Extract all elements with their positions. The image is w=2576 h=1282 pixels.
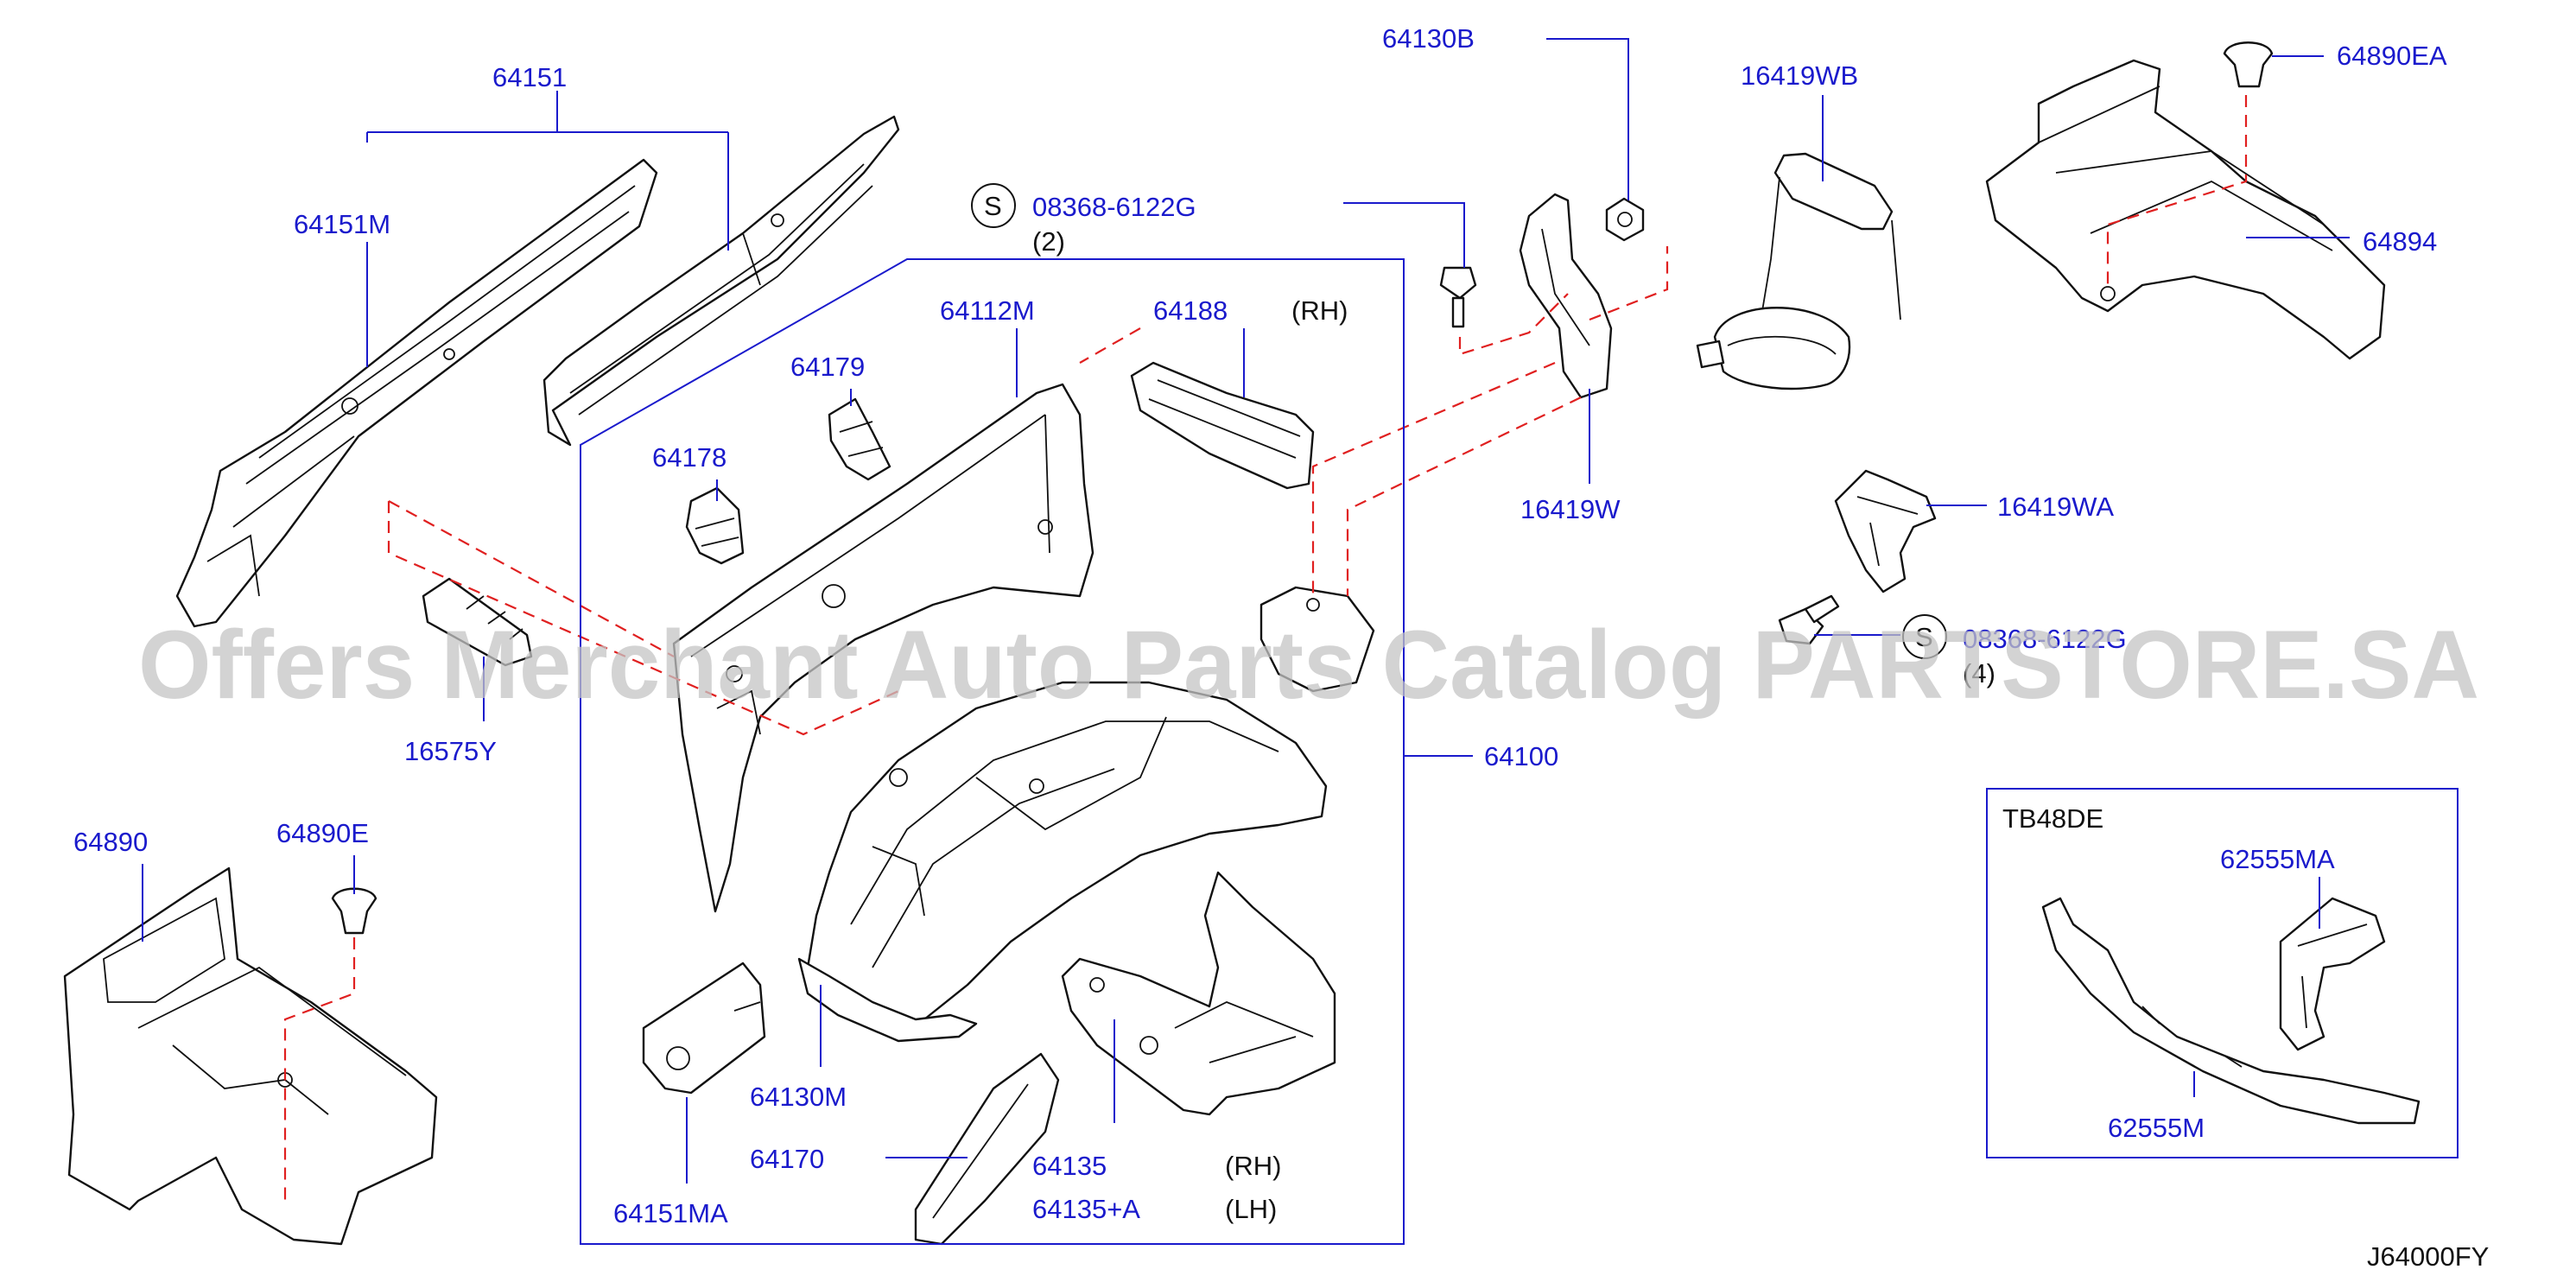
symbol-s-lower: S <box>1902 614 1947 659</box>
svg-text:S: S <box>984 191 1002 221</box>
part-64151-drawing <box>542 115 900 447</box>
label-64151m[interactable]: 64151M <box>294 209 390 239</box>
label-64151ma[interactable]: 64151MA <box>613 1198 728 1228</box>
label-64179[interactable]: 64179 <box>790 352 865 382</box>
part-16575y-drawing <box>422 577 533 667</box>
label-64100[interactable]: 64100 <box>1484 741 1558 771</box>
hidden-lines <box>283 95 2248 1201</box>
label-64130m[interactable]: 64130M <box>750 1082 847 1112</box>
part-64151ma-drawing <box>642 962 766 1095</box>
label-64890ea[interactable]: 64890EA <box>2337 41 2447 71</box>
label-62555ma[interactable]: 62555MA <box>2220 844 2335 874</box>
label-08368-6122g-upper-qty: (2) <box>1032 226 1065 257</box>
part-bolt-upper-drawing <box>1439 266 1477 328</box>
label-16419w[interactable]: 16419W <box>1520 494 1621 524</box>
symbol-s-upper: S <box>971 183 1016 228</box>
part-16419wa-drawing <box>1834 469 1937 593</box>
part-64179-drawing <box>828 397 891 481</box>
label-64178[interactable]: 64178 <box>652 442 726 473</box>
part-64890e-drawing <box>331 887 378 935</box>
part-64112m-drawing <box>672 383 1094 913</box>
group-64100-bracket-frame <box>580 258 1405 1245</box>
part-62555m-drawing <box>2041 897 2421 1125</box>
label-64130b[interactable]: 64130B <box>1382 23 1475 54</box>
label-64135a[interactable]: 64135+A <box>1032 1194 1140 1224</box>
inset-title: TB48DE <box>2002 803 2103 834</box>
part-64178-drawing <box>685 486 745 565</box>
label-64135a-side: (LH) <box>1225 1194 1277 1224</box>
part-64890ea-drawing <box>2223 41 2274 88</box>
part-64894-drawing <box>1985 59 2386 360</box>
label-64890e[interactable]: 64890E <box>276 818 369 848</box>
diagram-code: J64000FY <box>2367 1241 2489 1272</box>
label-64135-side: (RH) <box>1225 1151 1281 1181</box>
label-16419wb[interactable]: 16419WB <box>1741 60 1858 91</box>
label-64112m[interactable]: 64112M <box>940 295 1035 326</box>
label-64894[interactable]: 64894 <box>2363 226 2437 257</box>
label-08368-6122g-lower-qty: (4) <box>1963 658 1995 689</box>
label-64188-side: (RH) <box>1291 295 1348 326</box>
part-64890-drawing <box>63 866 438 1246</box>
part-64188-drawing <box>1130 361 1315 490</box>
label-64188[interactable]: 64188 <box>1153 295 1228 326</box>
label-64151[interactable]: 64151 <box>492 62 567 92</box>
label-08368-6122g-upper[interactable]: 08368-6122G <box>1032 192 1196 222</box>
svg-text:S: S <box>1915 622 1933 652</box>
watermark: Offers Merchant Auto Parts Catalog PARTS… <box>138 611 2479 719</box>
label-64170[interactable]: 64170 <box>750 1144 824 1174</box>
part-64100-drawing <box>806 681 1328 1025</box>
part-64135-drawing <box>1061 871 1336 1116</box>
label-08368-6122g-lower[interactable]: 08368-6122G <box>1963 624 2127 654</box>
label-64135[interactable]: 64135 <box>1032 1151 1107 1181</box>
leader-lines <box>142 38 2350 1184</box>
label-16419wa[interactable]: 16419WA <box>1997 492 2114 522</box>
part-64130b-drawing <box>1605 197 1645 242</box>
part-62555ma-drawing <box>2279 897 2386 1051</box>
label-64890[interactable]: 64890 <box>73 827 148 857</box>
label-16575y[interactable]: 16575Y <box>404 736 497 766</box>
part-64151m-drawing <box>175 158 658 628</box>
part-16419wb-drawing <box>1696 152 1901 390</box>
label-62555m[interactable]: 62555M <box>2108 1113 2205 1143</box>
part-64130m-drawing <box>797 957 978 1043</box>
part-64170-drawing <box>914 1052 1060 1246</box>
tb48de-inset-frame <box>1986 788 2459 1158</box>
